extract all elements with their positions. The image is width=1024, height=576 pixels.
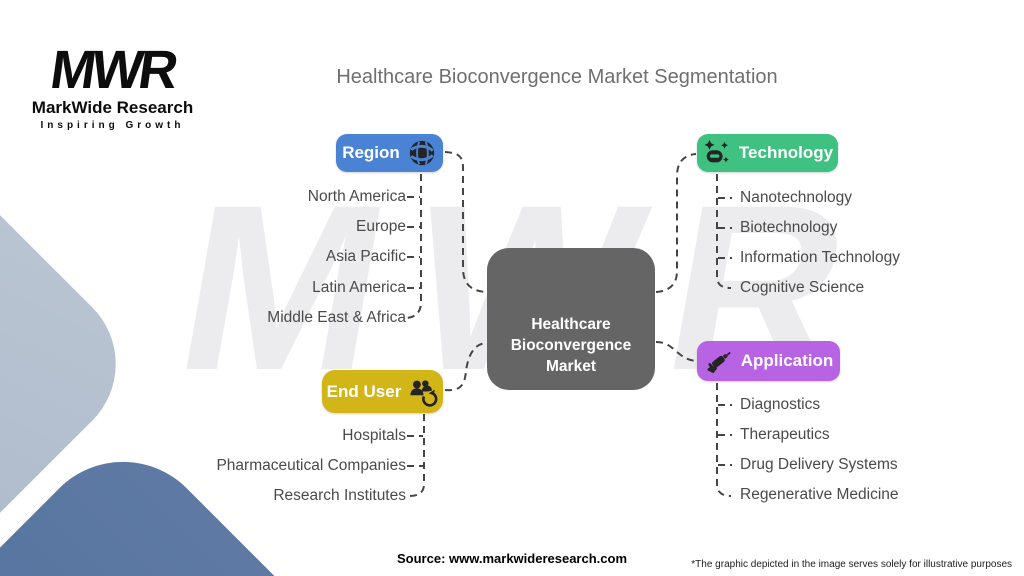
leaf-item: Cognitive Science [740, 279, 865, 296]
syringe-hand-icon [704, 346, 734, 376]
branch-node-label: End User [326, 381, 402, 401]
leaf-item: Nanotechnology [740, 189, 853, 206]
leaf-item: Drug Delivery Systems [740, 456, 898, 473]
leaf-item: Hospitals [342, 427, 406, 444]
leaf-item: Pharmaceutical Companies [216, 457, 406, 474]
branch-node-application: Application [697, 341, 840, 381]
leaf-item: Europe [356, 218, 406, 235]
leaf-item: Diagnostics [740, 396, 821, 413]
center-node-label: Healthcare Bioconvergence Market [510, 316, 632, 375]
leaf-item: Research Institutes [273, 487, 406, 504]
disclaimer-text: *The graphic depicted in the image serve… [691, 559, 1012, 570]
leaf-item: Latin America [312, 279, 406, 296]
leaf-item: Therapeutics [740, 426, 830, 443]
branch-node-region: Region [336, 134, 443, 172]
users-sync-icon [408, 377, 438, 407]
center-node-healthcare-bioconvergence-market: Healthcare Bioconvergence Market [487, 248, 655, 390]
leaf-item: Middle East & Africa [267, 309, 406, 326]
markwide-logo: MWR MarkWide Research Inspiring Growth [30, 40, 195, 131]
leaf-item: Information Technology [740, 249, 900, 266]
leaf-item: Biotechnology [740, 219, 838, 236]
leaf-item: Regenerative Medicine [740, 486, 899, 503]
logo-name: MarkWide Research [31, 98, 194, 117]
logo-tagline: Inspiring Growth [40, 120, 185, 131]
branch-node-label: Region [342, 143, 400, 162]
branch-node-end-user: End User [322, 370, 443, 413]
branch-node-label: Technology [738, 143, 834, 162]
globe-icon [407, 138, 437, 168]
leaf-item: North America [307, 188, 406, 205]
branch-node-technology: Technology [697, 134, 838, 172]
page-title: Healthcare Bioconvergence Market Segment… [336, 66, 778, 88]
leaf-item: Asia Pacific [325, 248, 406, 265]
branch-node-label: Application [740, 351, 834, 370]
source-text: Source: www.markwideresearch.com [397, 551, 628, 566]
ai-sparkle-icon [702, 138, 732, 168]
